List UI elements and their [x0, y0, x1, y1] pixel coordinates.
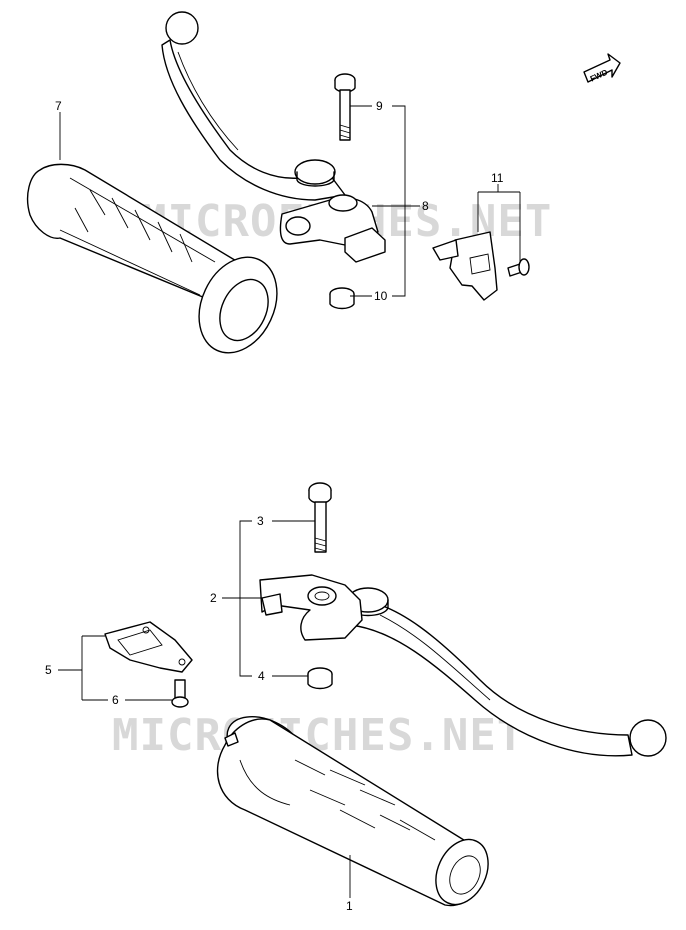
switch-top: [432, 231, 530, 301]
left-grip: [26, 163, 278, 354]
callout-6: 6: [112, 693, 119, 707]
switch-bottom: [104, 621, 193, 673]
callout-5: 5: [45, 663, 52, 677]
right-grip: [216, 716, 489, 907]
nut-top: [329, 287, 355, 310]
callout-8: 8: [422, 199, 429, 213]
lever-holder-bottom: [259, 574, 363, 641]
callout-9: 9: [376, 99, 383, 113]
leader-lines: [58, 105, 521, 898]
callout-2: 2: [210, 591, 217, 605]
clutch-lever: [161, 11, 346, 201]
callout-3: 3: [257, 514, 264, 528]
callouts: 7 9 8 10 11 3 2 4 5 6 1: [45, 99, 504, 913]
nut-bottom: [307, 667, 333, 690]
fwd-arrow-icon: FWD: [583, 53, 621, 84]
callout-7: 7: [55, 99, 62, 113]
callout-1: 1: [346, 899, 353, 913]
screw-bottom: [171, 679, 189, 708]
callout-10: 10: [374, 289, 388, 303]
lever-holder-top: [279, 194, 386, 263]
bolt-top: [334, 73, 356, 141]
bolt-bottom: [308, 482, 332, 553]
callout-4: 4: [258, 669, 265, 683]
brake-lever: [347, 587, 667, 757]
callout-11: 11: [491, 171, 504, 185]
